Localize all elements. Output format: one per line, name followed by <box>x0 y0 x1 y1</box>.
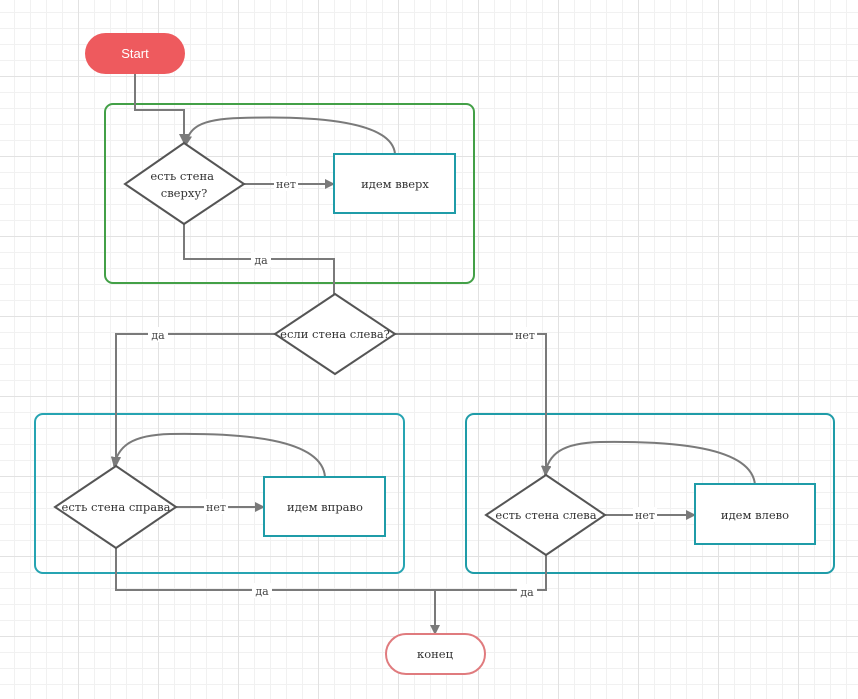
edge-left-main-no[interactable] <box>395 333 551 476</box>
process-go-right[interactable] <box>263 476 386 537</box>
edge-check-right-yes[interactable] <box>115 548 440 635</box>
process-go-up[interactable] <box>333 153 456 214</box>
edge-go-right-loop[interactable] <box>110 432 326 478</box>
edge-go-left-loop[interactable] <box>541 440 756 486</box>
edge-label-left-no: нет <box>635 509 655 522</box>
decision-check-up-label: есть стена сверху? <box>150 169 217 200</box>
decision-check-up[interactable] <box>123 141 246 226</box>
edge-label-right-no: нет <box>206 501 226 514</box>
edge-label-up-yes: да <box>254 254 268 267</box>
edge-label-left-main-no: нет <box>515 329 535 342</box>
loop-group-up[interactable] <box>104 103 475 284</box>
edge-label-left-yes: да <box>520 586 534 599</box>
decision-check-left-main-label: если стена слева? <box>280 327 390 341</box>
edge-start-to-check-up[interactable] <box>134 74 189 144</box>
process-go-left[interactable] <box>694 483 816 545</box>
decision-check-right[interactable] <box>53 464 178 550</box>
edge-left-main-yes[interactable] <box>111 333 275 467</box>
edge-go-up-loop[interactable] <box>182 116 396 155</box>
end-terminator[interactable] <box>385 633 486 675</box>
edge-label-right-yes: да <box>255 585 269 598</box>
edge-check-left-yes[interactable] <box>435 555 547 591</box>
start-label: Start <box>121 46 149 61</box>
loop-group-right[interactable] <box>34 413 405 574</box>
decision-check-left[interactable] <box>484 473 607 557</box>
process-go-left-label: идем влево <box>721 508 789 522</box>
start-terminator[interactable] <box>85 33 185 74</box>
edge-label-left-main-yes: да <box>151 329 165 342</box>
process-go-right-label: идем вправо <box>287 500 363 514</box>
process-go-up-label: идем вверх <box>361 177 429 191</box>
decision-check-left-label: есть стена слева <box>495 508 596 522</box>
edge-label-up-no: нет <box>276 178 296 191</box>
end-label: конец <box>417 647 454 661</box>
loop-group-left[interactable] <box>465 413 835 574</box>
decision-check-left-main[interactable] <box>273 292 397 376</box>
decision-check-right-label: есть стена справа <box>62 500 171 514</box>
